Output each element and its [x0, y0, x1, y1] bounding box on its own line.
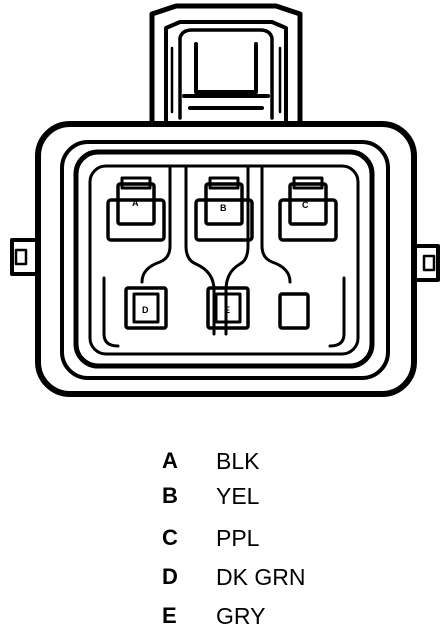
legend-pin-letter: E: [162, 603, 177, 628]
cavity-a: [106, 176, 166, 242]
locking-latch: [149, 3, 303, 125]
cavity-empty: [278, 292, 310, 330]
pin-label-e: E: [224, 305, 230, 315]
cavity-c: [278, 176, 338, 242]
legend-pin-letter: D: [162, 564, 178, 589]
pin-label-d: D: [142, 305, 149, 315]
pin-label-b: B: [220, 203, 227, 213]
keying-ribs: [102, 166, 346, 348]
legend-pin-letter: B: [162, 483, 178, 508]
legend-pin-letter: A: [162, 448, 178, 473]
legend-wire-color: PPL: [216, 524, 260, 551]
pin-label-c: C: [302, 200, 309, 210]
connector-housing: [35, 121, 417, 397]
side-tab-right: [412, 244, 440, 282]
pin-label-a: A: [132, 198, 139, 208]
connector-face-diagram: A B C D E: [10, 3, 440, 397]
cavity-d: [124, 286, 168, 330]
legend-wire-color: GRY: [216, 602, 266, 629]
cavity-b: [194, 176, 254, 242]
legend-wire-color: DK GRN: [216, 563, 306, 590]
legend-wire-color: YEL: [216, 482, 260, 509]
side-tab-left: [10, 238, 40, 276]
legend-wire-color: BLK: [216, 447, 260, 474]
cavity-e: [206, 286, 250, 330]
legend-pin-letter: C: [162, 525, 178, 550]
